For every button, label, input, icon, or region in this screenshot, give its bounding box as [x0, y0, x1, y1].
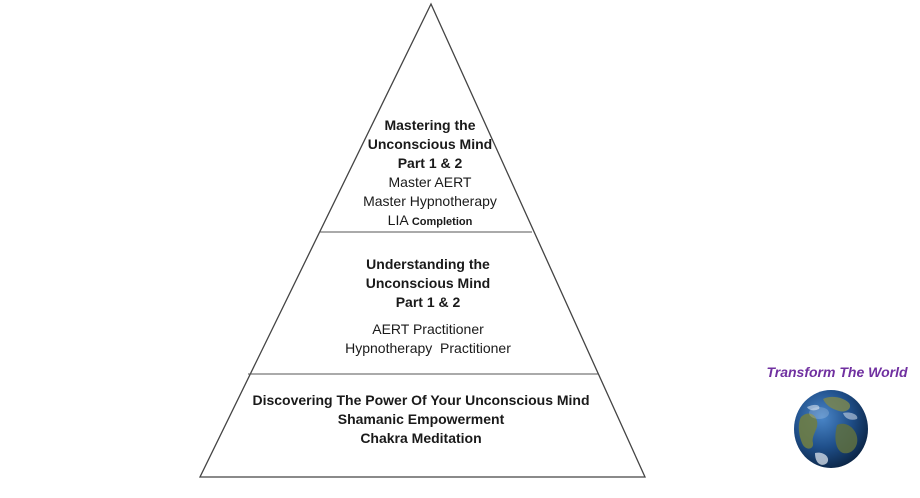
brand-text: Transform The World	[766, 364, 908, 380]
tier-top-item-master-hypnotherapy: Master Hypnotherapy	[363, 193, 497, 209]
tier-middle-item-aert-practitioner: AERT Practitioner	[372, 321, 484, 337]
tier-bottom: Discovering The Power Of Your Unconsciou…	[226, 391, 616, 448]
tier-bottom-line-3: Chakra Meditation	[360, 430, 482, 446]
tier-top-title-line-1: Mastering the	[384, 117, 476, 133]
earth-globe-icon	[794, 390, 868, 468]
tier-top-title-line-2: Unconscious Mind	[367, 136, 493, 152]
tier-bottom-line-1: Discovering The Power Of Your Unconsciou…	[252, 392, 590, 408]
tier-top-item-lia-prefix: LIA	[387, 212, 408, 228]
tier-middle-title-line-1: Understanding the	[366, 256, 490, 272]
tier-middle: Understanding the Unconscious Mind Part …	[300, 255, 556, 358]
tier-top-item-master-aert: Master AERT	[388, 174, 472, 190]
tier-middle-title-line-2: Unconscious Mind	[365, 275, 491, 291]
tier-top: Mastering the Unconscious Mind Part 1 & …	[330, 116, 530, 232]
tier-middle-spacer	[300, 312, 556, 320]
tier-bottom-line-2: Shamanic Empowerment	[337, 411, 505, 427]
tier-middle-title-line-3: Part 1 & 2	[395, 294, 461, 310]
tier-middle-item-hypnotherapy-practitioner: Hypnotherapy Practitioner	[345, 340, 511, 356]
pyramid-outline	[198, 2, 647, 478]
tier-top-title-line-3: Part 1 & 2	[397, 155, 463, 171]
tier-top-item-lia-suffix: Completion	[411, 216, 473, 228]
tier-top-item-lia: LIA Completion	[330, 211, 530, 232]
